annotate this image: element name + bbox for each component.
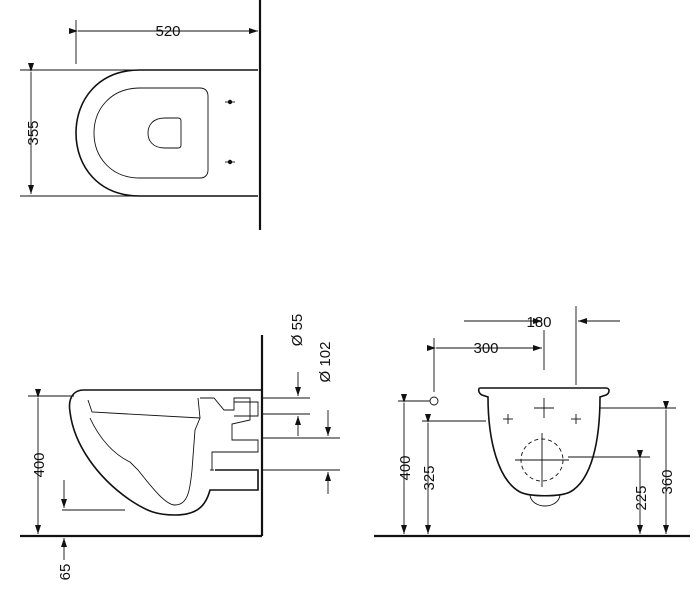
side-view: 400 65 Ø 55 Ø 102 [20, 314, 340, 581]
front-view-base [529, 493, 561, 507]
front-view-outline [477, 387, 610, 497]
dimension-front-height-right-total: 360 [659, 469, 676, 494]
dimension-side-floor-offset: 65 [57, 564, 74, 581]
front-view: 300 180 400 325 360 225 [374, 306, 690, 538]
dimension-top-width: 520 [155, 23, 180, 40]
side-view-trap [200, 397, 259, 470]
top-view-outline [75, 69, 258, 197]
dimension-front-offset-b: 180 [526, 314, 551, 331]
top-view: 520 355 [20, 0, 262, 230]
fixing-hole-icon [225, 99, 235, 105]
dimension-front-height-inlet: 325 [421, 465, 438, 490]
dimension-side-height: 400 [31, 452, 48, 477]
side-view-bowl-inner [89, 417, 201, 506]
bolt-marks-icon [503, 398, 581, 424]
side-view-seat [87, 397, 201, 419]
dimension-front-height-right-fix: 225 [633, 485, 650, 510]
dimension-front-height-total: 400 [397, 455, 414, 480]
dimension-top-depth: 355 [25, 120, 42, 145]
top-view-bowl-opening [147, 117, 182, 149]
side-view-outline [68, 389, 262, 516]
fixing-hole-icon [225, 159, 235, 165]
top-view-seat [93, 87, 209, 179]
dimension-outlet-d2: Ø 102 [317, 342, 334, 383]
dimension-outlet-d1: Ø 55 [289, 314, 306, 347]
fixing-point-icon [429, 396, 439, 406]
side-view-connection [234, 401, 259, 417]
dimension-front-offset-a: 300 [473, 340, 498, 357]
